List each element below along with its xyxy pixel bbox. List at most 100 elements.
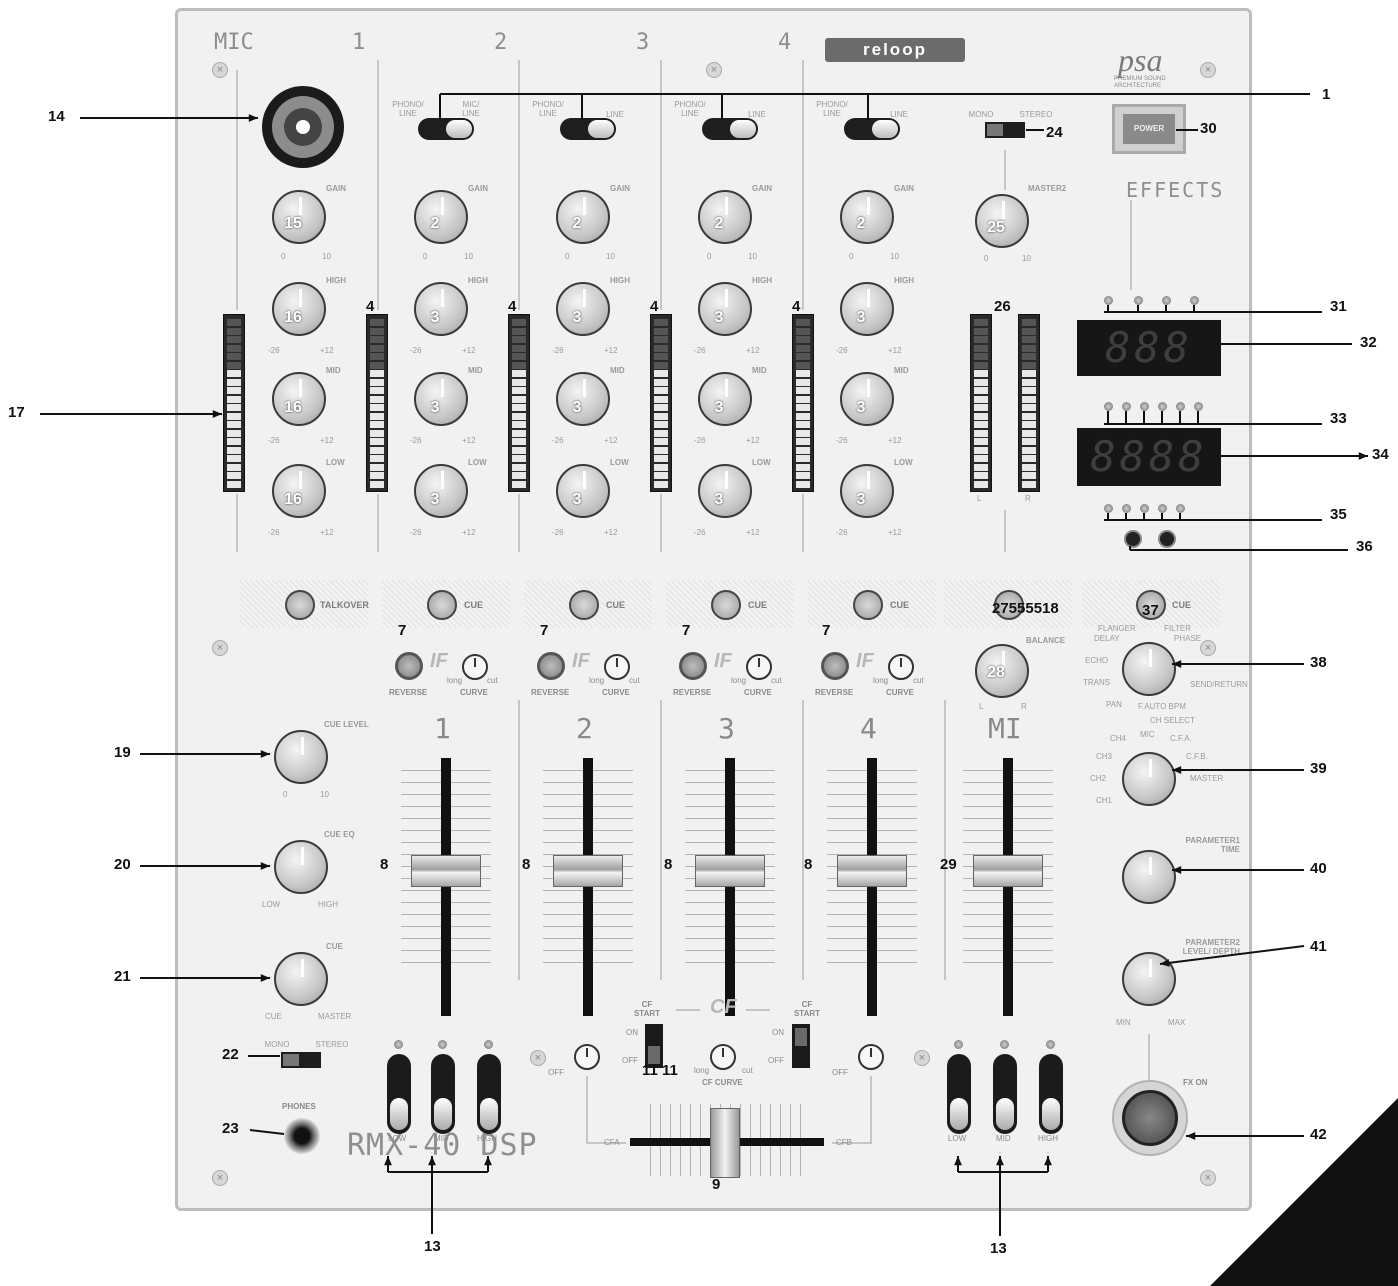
reverse-button-1[interactable] — [395, 652, 423, 680]
fader-cap-1[interactable] — [411, 855, 481, 887]
tap-button-minus[interactable] — [1124, 530, 1142, 548]
master2-knob[interactable] — [975, 194, 1029, 248]
eq-kill-low-b[interactable] — [947, 1054, 971, 1134]
scale-max: MAX — [1168, 1018, 1186, 1027]
curve-knob-1[interactable] — [462, 654, 488, 680]
reverse-button-4[interactable] — [821, 652, 849, 680]
ch3-gain-knob[interactable] — [698, 190, 752, 244]
ch3-high-knob[interactable] — [698, 282, 752, 336]
cf-assign-knob-b[interactable] — [858, 1044, 884, 1070]
curve-knob-2[interactable] — [604, 654, 630, 680]
ch1-low-knob[interactable] — [414, 464, 468, 518]
phono-line-label: PHONO/ LINE — [816, 100, 848, 118]
ch3-low-knob[interactable] — [698, 464, 752, 518]
eq-kill-high-a[interactable] — [477, 1054, 501, 1134]
curve-label: CURVE — [602, 688, 630, 697]
parameter1-knob[interactable] — [1122, 850, 1176, 904]
long-label: long — [873, 676, 889, 685]
meter-segment — [512, 404, 526, 411]
mic-mid-knob[interactable] — [272, 372, 326, 426]
cue-label: CUE — [606, 600, 626, 610]
scale-min: MIN — [1116, 1018, 1131, 1027]
cf-curve-knob[interactable] — [710, 1044, 736, 1070]
reverse-button-2[interactable] — [537, 652, 565, 680]
phones-jack-icon[interactable] — [284, 1118, 320, 1154]
input-toggle-1[interactable] — [418, 118, 474, 140]
curve-knob-3[interactable] — [746, 654, 772, 680]
scale-max: 10 — [322, 252, 331, 261]
meter-segment — [512, 438, 526, 445]
input-toggle-4[interactable] — [844, 118, 900, 140]
cf-start-switch-b[interactable] — [792, 1024, 810, 1068]
knob-number: 3 — [430, 491, 440, 508]
ch1-high-knob[interactable] — [414, 282, 468, 336]
cf-start-switch-a[interactable] — [645, 1024, 663, 1068]
input-toggle-3[interactable] — [702, 118, 758, 140]
mono-stereo-switch[interactable] — [985, 122, 1025, 138]
cue-button-1[interactable] — [427, 590, 457, 620]
input-toggle-2[interactable] — [560, 118, 616, 140]
callout-arrow — [996, 1156, 1004, 1166]
scale-max: 10 — [464, 252, 473, 261]
fx-on-button[interactable] — [1112, 1080, 1188, 1156]
cue-mix-knob[interactable] — [274, 952, 328, 1006]
led-icon — [484, 1040, 493, 1049]
talkover-button[interactable] — [285, 590, 315, 620]
cue-button-fx[interactable] — [1136, 590, 1166, 620]
ch2-high-knob[interactable] — [556, 282, 610, 336]
eq-kill-low-a[interactable] — [387, 1054, 411, 1134]
ch1-mid-knob[interactable] — [414, 372, 468, 426]
eq-kill-mid-a[interactable] — [431, 1054, 455, 1134]
cue-mono-stereo-switch[interactable] — [281, 1052, 321, 1068]
cue-button-master[interactable] — [994, 590, 1024, 620]
cue-button-2[interactable] — [569, 590, 599, 620]
fader-cap-5[interactable] — [973, 855, 1043, 887]
mic-low-knob[interactable] — [272, 464, 326, 518]
fader-cap-2[interactable] — [553, 855, 623, 887]
gain-label: GAIN — [894, 184, 914, 193]
ch2-low-knob[interactable] — [556, 464, 610, 518]
fader-cap-3[interactable] — [695, 855, 765, 887]
meter-segment — [796, 480, 810, 488]
fader-cap-4[interactable] — [837, 855, 907, 887]
ch2-mid-knob[interactable] — [556, 372, 610, 426]
mic-jack-icon[interactable] — [262, 86, 344, 168]
fx-select-knob[interactable] — [1122, 642, 1176, 696]
mic-gain-knob[interactable] — [272, 190, 326, 244]
meter-segment — [512, 319, 526, 326]
mic-high-knob[interactable] — [272, 282, 326, 336]
ch1-gain-knob[interactable] — [414, 190, 468, 244]
divider — [676, 1009, 700, 1011]
ch4-mid-knob[interactable] — [840, 372, 894, 426]
meter-segment — [370, 378, 384, 386]
ch3-mid-knob[interactable] — [698, 372, 752, 426]
ch4-gain-knob[interactable] — [840, 190, 894, 244]
balance-knob[interactable] — [975, 644, 1029, 698]
tap-button-plus[interactable] — [1158, 530, 1176, 548]
power-button[interactable]: POWER — [1112, 104, 1186, 154]
callout-39: 39 — [1310, 760, 1327, 777]
callout-7: 7 — [822, 622, 831, 639]
ch4-high-knob[interactable] — [840, 282, 894, 336]
ch4-low-knob[interactable] — [840, 464, 894, 518]
cue-button-4[interactable] — [853, 590, 883, 620]
curve-knob-4[interactable] — [888, 654, 914, 680]
ch-select-knob[interactable] — [1122, 752, 1176, 806]
eq-kill-mid-b[interactable] — [993, 1054, 1017, 1134]
scale-max: +12 — [462, 528, 476, 537]
eq-kill-high-b[interactable] — [1039, 1054, 1063, 1134]
cue-eq-knob[interactable] — [274, 840, 328, 894]
meter-segment — [1022, 438, 1036, 445]
scale-min: -26 — [836, 436, 848, 445]
ch2-gain-knob[interactable] — [556, 190, 610, 244]
meter-segment — [227, 319, 241, 326]
screw-icon: × — [1200, 640, 1216, 656]
reverse-button-3[interactable] — [679, 652, 707, 680]
cue-level-knob[interactable] — [274, 730, 328, 784]
crossfader-cap[interactable] — [710, 1108, 740, 1178]
meter-segment — [227, 429, 241, 437]
cf-assign-knob-a[interactable] — [574, 1044, 600, 1070]
cue-button-3[interactable] — [711, 590, 741, 620]
meter-segment — [654, 395, 668, 403]
callout-arrow — [260, 862, 270, 870]
